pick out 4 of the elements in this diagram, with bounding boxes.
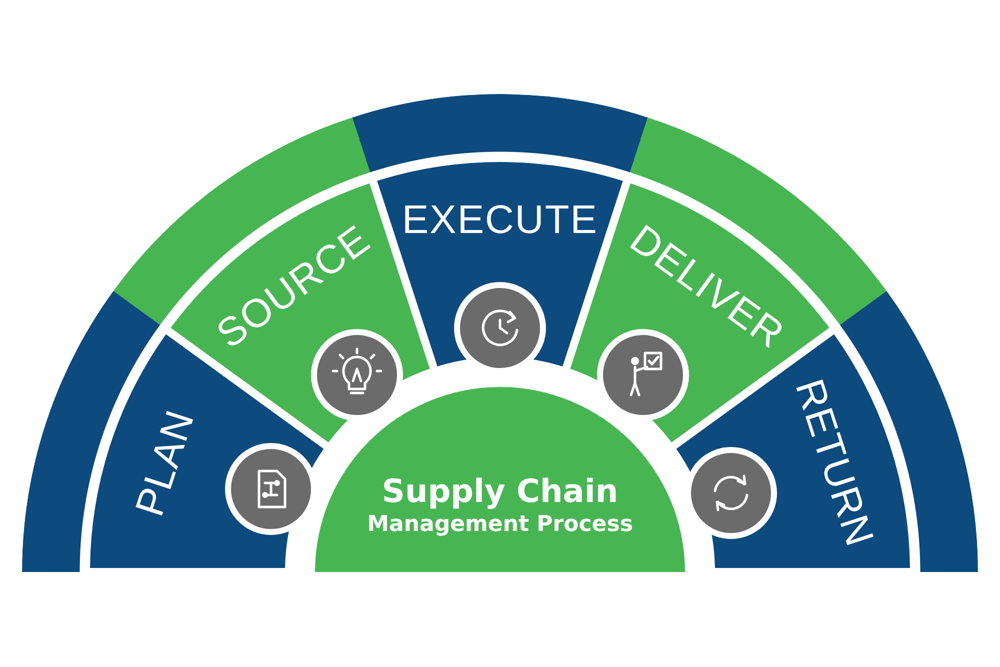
heading: Supply Chain: [382, 470, 618, 510]
subheading: Management Process: [367, 510, 633, 538]
segment-label: PLAN: [129, 405, 201, 521]
segment-label: EXECUTE: [402, 200, 598, 240]
